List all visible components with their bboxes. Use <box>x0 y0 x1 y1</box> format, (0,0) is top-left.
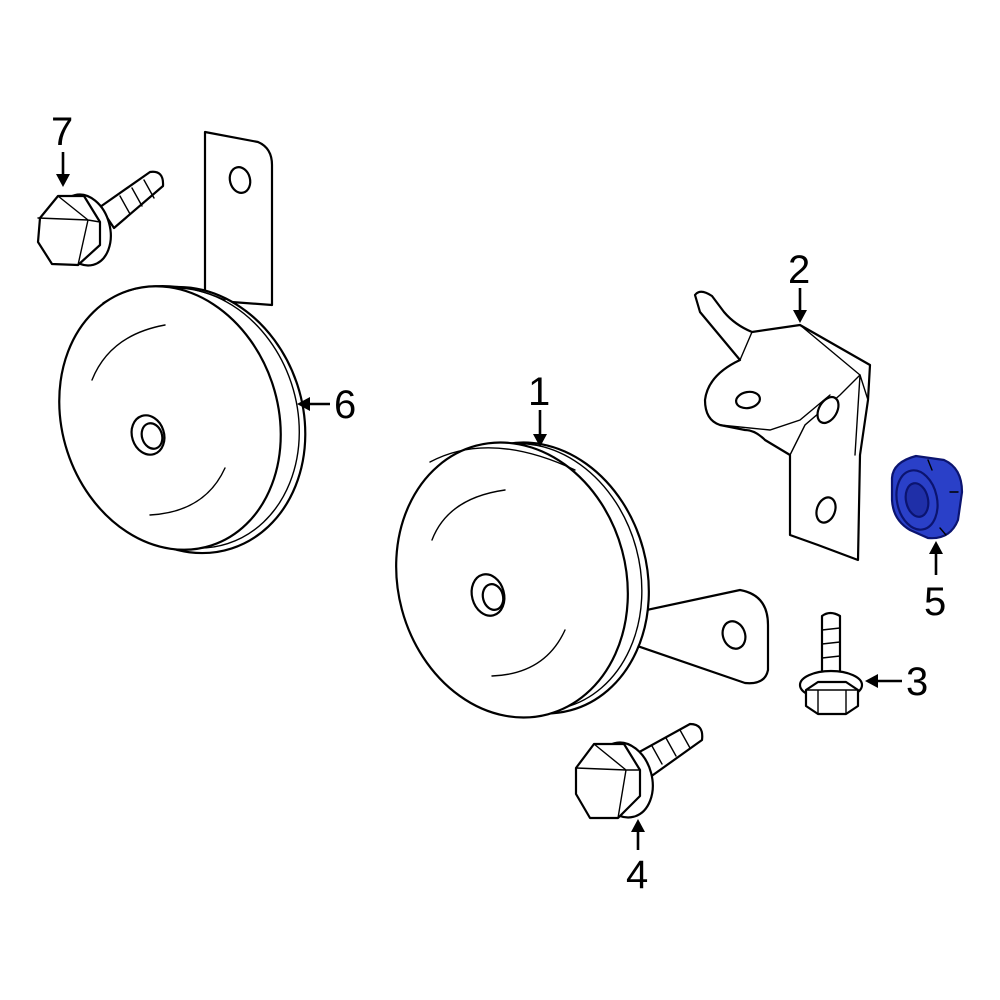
callout-label-2: 2 <box>788 248 810 292</box>
bracket-hole-top <box>735 390 761 410</box>
bolt-lower[interactable] <box>574 722 704 824</box>
horn-low[interactable] <box>366 416 770 744</box>
bolt-upper-shank <box>98 170 165 230</box>
nut[interactable] <box>890 454 964 540</box>
horn-high[interactable] <box>26 130 339 583</box>
bolt-small[interactable] <box>798 611 864 716</box>
bolt-upper-head <box>36 194 102 267</box>
horn-low-face <box>395 441 629 719</box>
callout-label-5: 5 <box>924 580 946 624</box>
horn-high-bracket-hole <box>228 166 252 194</box>
nut-bore <box>904 482 930 518</box>
horn-low-bracket-hole <box>721 620 747 650</box>
callout-label-1: 1 <box>528 370 550 414</box>
nut-facet-lines <box>927 459 959 536</box>
callout-label-6: 6 <box>334 383 356 427</box>
callout-label-3: 3 <box>906 660 928 704</box>
bolt-lower-head <box>574 742 642 820</box>
callout-labels: 1 2 3 4 5 6 7 <box>51 110 946 897</box>
bracket-hole-bottom <box>815 496 837 524</box>
callout-arrows <box>56 152 943 850</box>
bolt-small-head <box>804 680 860 716</box>
bracket-slot <box>816 395 840 425</box>
callout-label-4: 4 <box>626 853 648 897</box>
horn-high-bracket <box>203 130 274 307</box>
callout-label-7: 7 <box>51 110 73 154</box>
bolt-upper[interactable] <box>36 170 165 272</box>
bracket[interactable] <box>693 290 872 562</box>
